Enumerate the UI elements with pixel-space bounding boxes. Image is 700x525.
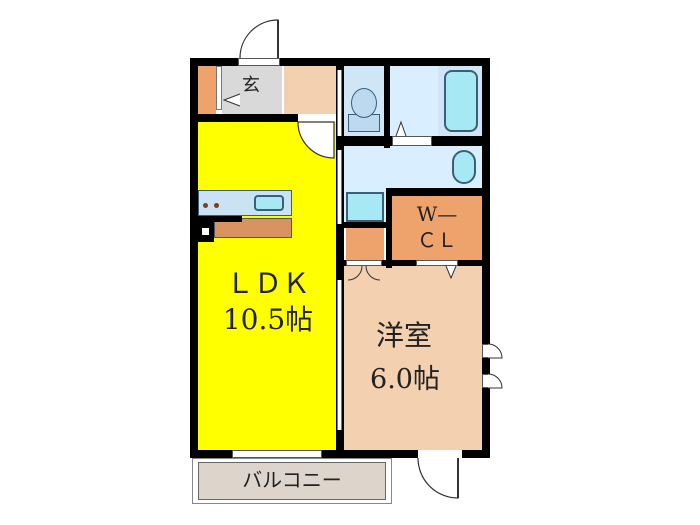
room-ldk <box>198 120 338 450</box>
sliding-door <box>337 70 342 136</box>
room-label-wcl-2: ＣＬ <box>417 228 457 252</box>
western-door-gap <box>418 450 462 458</box>
small-storage <box>346 228 384 260</box>
wall <box>190 58 198 458</box>
entrance-storage <box>198 66 216 114</box>
room-size-ldk: 10.5帖 <box>222 303 314 336</box>
room-western <box>344 266 482 450</box>
window-swing-1 <box>487 343 503 359</box>
wall <box>386 188 392 268</box>
sliding-door <box>337 280 342 430</box>
washing-machine <box>346 192 384 222</box>
sliding-door <box>337 150 342 224</box>
balcony <box>198 462 386 500</box>
wall <box>198 114 298 122</box>
balcony-window <box>232 450 322 458</box>
kitchen-wall <box>198 216 242 222</box>
ldk-door-swing <box>297 121 335 159</box>
wall <box>344 260 482 266</box>
wall <box>384 66 390 148</box>
entrance-door-gap <box>238 58 280 66</box>
western-door-swing <box>417 457 459 499</box>
closet-door-swing <box>347 265 381 281</box>
entrance-area <box>222 66 282 114</box>
step-marker <box>445 265 457 280</box>
kitchen-sink <box>254 195 284 211</box>
window-swing-2 <box>487 373 503 389</box>
room-label-wcl-1: W— <box>416 202 458 226</box>
hall-area <box>284 66 336 114</box>
room-size-western: 6.0帖 <box>370 364 440 395</box>
sink <box>452 150 476 184</box>
bath-anteroom <box>390 66 438 136</box>
room-label-balcony: バルコニー <box>242 468 342 492</box>
kitchen-counter-wood <box>214 218 292 238</box>
entrance-shoe-rack <box>216 66 222 110</box>
ldk-door-gap <box>298 114 336 122</box>
stove-burner <box>203 203 208 208</box>
wall <box>190 58 490 66</box>
wall <box>336 66 344 456</box>
room-label-ldk: ＬＤＫ <box>225 267 310 300</box>
western-closet-gap <box>346 260 382 266</box>
kitchen-vent <box>202 228 209 235</box>
room-label-entrance: 玄 <box>242 75 260 96</box>
wcl-door-gap <box>416 260 458 266</box>
wall <box>482 58 490 458</box>
step-marker <box>395 120 407 137</box>
bathtub <box>444 70 478 132</box>
bath-door-gap <box>392 136 432 146</box>
wall <box>386 188 482 196</box>
room-wcl <box>392 196 482 260</box>
toilet-bowl <box>351 88 377 118</box>
wall <box>344 222 386 228</box>
step-marker <box>222 93 241 107</box>
stove-burner <box>214 203 219 208</box>
entrance-door-swing <box>239 19 279 59</box>
room-label-western: 洋室 <box>375 319 432 352</box>
